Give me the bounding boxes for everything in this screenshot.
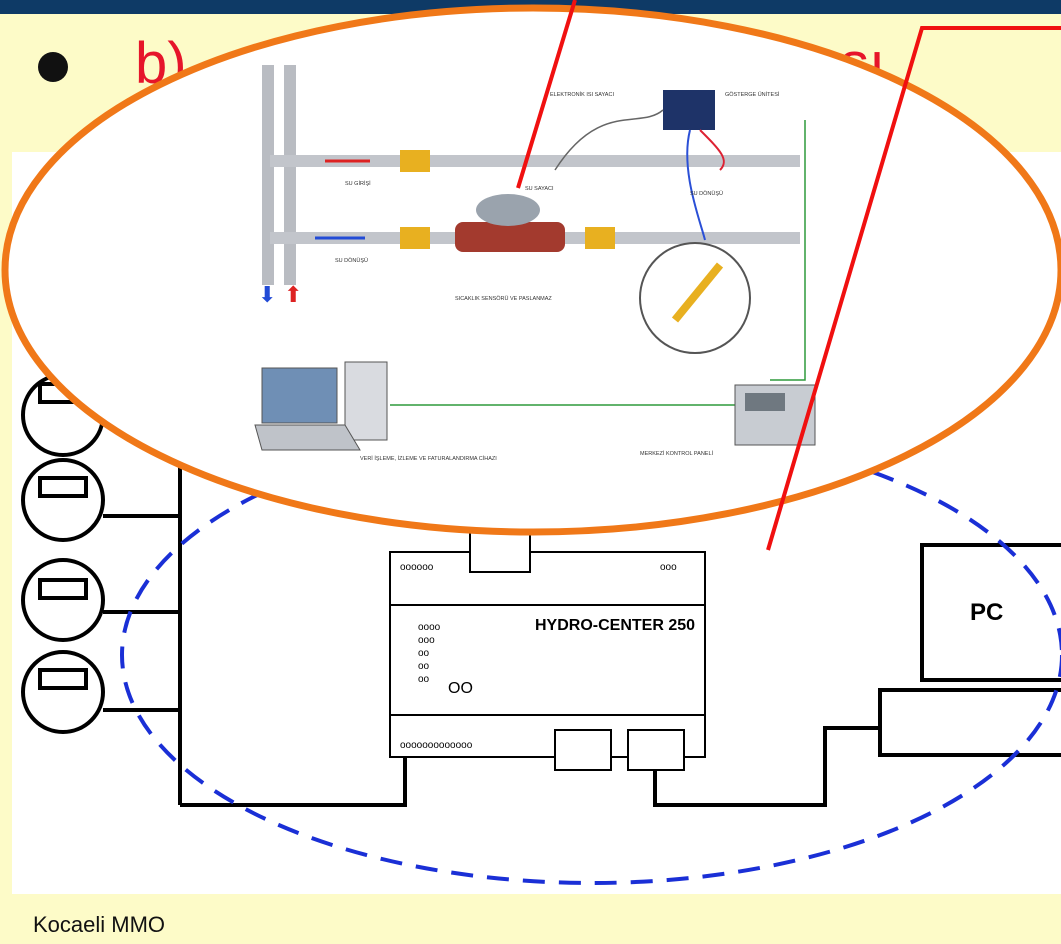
- sensor-probe: [671, 262, 724, 323]
- pc-label: PC: [970, 599, 1003, 626]
- device-label: HYDRO-CENTER 250: [535, 617, 695, 634]
- device-led-big: OO: [448, 680, 473, 697]
- footer-text: Kocaeli MMO: [33, 912, 166, 937]
- pc-box: [878, 543, 1061, 757]
- device-led-row: oo: [418, 648, 430, 659]
- display-unit: [663, 90, 715, 130]
- computer-tower: [344, 361, 388, 441]
- bullet-dot: [38, 52, 68, 82]
- svg-text:⬆: ⬆: [284, 282, 302, 307]
- label-supply-in: SU GİRİŞİ: [345, 180, 371, 187]
- label-panel: MERKEZİ KONTROL PANELİ: [640, 450, 714, 457]
- device-dots-top-right: ooo: [660, 562, 677, 573]
- label-pc-caption: VERİ İŞLEME, İZLEME VE FATURALANDIRMA Cİ…: [360, 455, 497, 462]
- meter-circle: [21, 650, 105, 734]
- meter-window: [38, 668, 88, 690]
- label-meter: SU SAYACI: [525, 186, 554, 192]
- vertical-pipe: [262, 65, 274, 285]
- valve-icon: [400, 227, 430, 249]
- meter-window: [38, 476, 88, 498]
- meter-circle: [21, 458, 105, 542]
- device-led-row: ooo: [418, 635, 435, 646]
- device-dots-top-left: oooooo: [400, 562, 434, 573]
- meter-window: [38, 578, 88, 600]
- label-display-unit: GÖSTERGE ÜNİTESİ: [725, 91, 780, 98]
- device-led-row: oooo: [418, 622, 441, 633]
- device-led-row: oo: [418, 661, 430, 672]
- vertical-pipe: [284, 65, 296, 285]
- svg-text:⬇: ⬇: [258, 282, 276, 307]
- heating-schematic-photo: ⬇ ⬆: [254, 65, 816, 451]
- label-return-pipe: SU DÖNÜŞÜ: [690, 190, 723, 197]
- label-heat-meter: ELEKTRONİK ISI SAYACI: [550, 91, 614, 98]
- valve-icon: [585, 227, 615, 249]
- device-dots-bottom: ooooooooooooo: [400, 740, 473, 751]
- water-meter-dial: [476, 194, 540, 226]
- label-sensor: SICAKLIK SENSÖRÜ VE PASLANMAZ: [455, 295, 552, 302]
- computer-monitor: [261, 367, 338, 424]
- water-meter-body: [455, 222, 565, 252]
- device-led-row: oo: [418, 674, 430, 685]
- red-callout-lines: [516, 0, 1061, 551]
- orange-highlight-ellipse: [1, 4, 1061, 536]
- valve-icon: [400, 150, 430, 172]
- hydro-center-device: [389, 531, 706, 771]
- label-return: SU DÖNÜŞÜ: [335, 257, 368, 264]
